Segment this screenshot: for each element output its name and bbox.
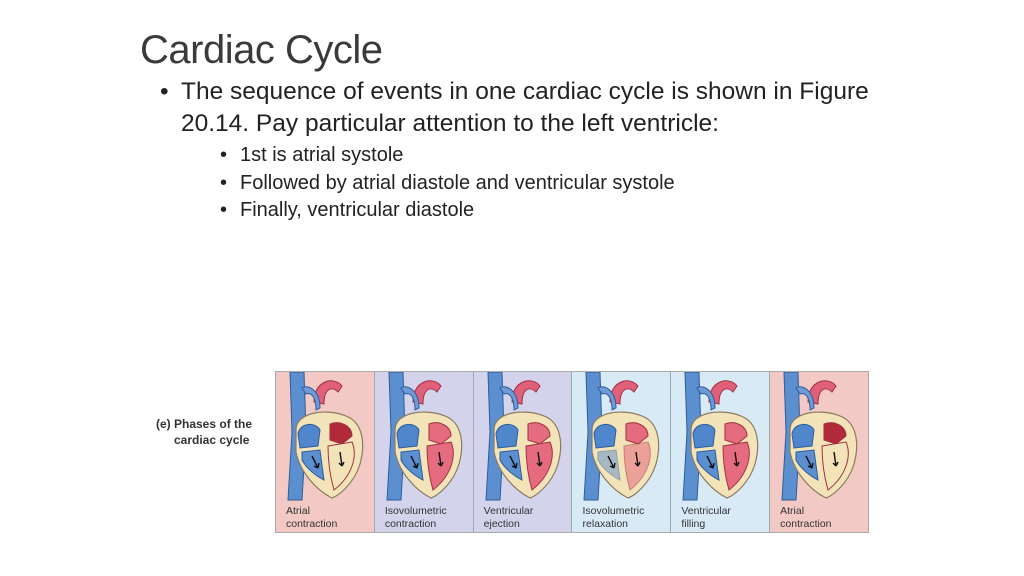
flow-arrow (437, 451, 444, 467)
figure-caption-line1: (e) Phases of the (156, 417, 253, 431)
right-atrium (396, 424, 420, 449)
sub-bullet-3: Finally, ventricular diastole (220, 197, 880, 225)
slide-title: Cardiac Cycle (140, 28, 383, 72)
left-atrium (428, 422, 452, 445)
pulmonary-trunk (597, 386, 617, 411)
sub-bullet-1: 1st is atrial systole (220, 142, 880, 170)
heart-illustration (386, 372, 463, 501)
aorta (708, 380, 738, 405)
flow-arrow (607, 455, 617, 469)
aorta (807, 380, 837, 405)
right-atrium (791, 424, 815, 449)
pulmonary-trunk (696, 386, 716, 411)
flow-arrow (338, 451, 345, 467)
right-ventricle (795, 449, 819, 481)
sub-bullet-list: 1st is atrial systole Followed by atrial… (160, 142, 880, 225)
flow-arrow (805, 455, 814, 469)
aorta (412, 380, 442, 405)
flow-arrow (410, 455, 419, 469)
left-atrium (329, 422, 353, 445)
right-ventricle (597, 449, 622, 481)
flow-arrow (634, 451, 642, 467)
sub-bullet-2: Followed by atrial diastole and ventricu… (220, 170, 880, 198)
flow-arrow (733, 451, 740, 467)
pulmonary-trunk (400, 386, 420, 411)
main-bullet: The sequence of events in one cardiac cy… (160, 76, 880, 140)
left-atrium (527, 422, 551, 445)
right-atrium (692, 424, 716, 449)
right-atrium (593, 424, 617, 449)
aorta (511, 380, 541, 405)
heart-illustration (583, 372, 660, 501)
pulmonary-trunk (795, 386, 815, 411)
left-atrium (823, 422, 847, 445)
heart-illustration (287, 372, 364, 501)
flow-arrow (832, 451, 839, 467)
aorta (609, 380, 640, 405)
pulmonary-trunk (301, 386, 321, 411)
heart-illustration (781, 372, 858, 501)
flow-arrow (311, 455, 320, 469)
right-atrium (297, 424, 321, 449)
flow-arrow (706, 455, 715, 469)
right-ventricle (499, 449, 523, 481)
right-atrium (495, 424, 519, 449)
bullet-list: The sequence of events in one cardiac cy… (160, 76, 880, 225)
aorta (313, 380, 343, 405)
left-atrium (625, 422, 649, 445)
left-atrium (724, 422, 748, 445)
pulmonary-trunk (498, 386, 519, 411)
flow-arrow (509, 455, 518, 469)
flow-arrow (536, 451, 543, 467)
heart-illustration (682, 372, 759, 501)
right-ventricle (400, 449, 424, 481)
figure-caption: (e) Phases of the cardiac cycle (156, 416, 252, 448)
figure-caption-line2: cardiac cycle (174, 433, 250, 447)
right-ventricle (301, 449, 325, 481)
right-ventricle (696, 449, 720, 481)
heart-illustration (485, 372, 561, 501)
